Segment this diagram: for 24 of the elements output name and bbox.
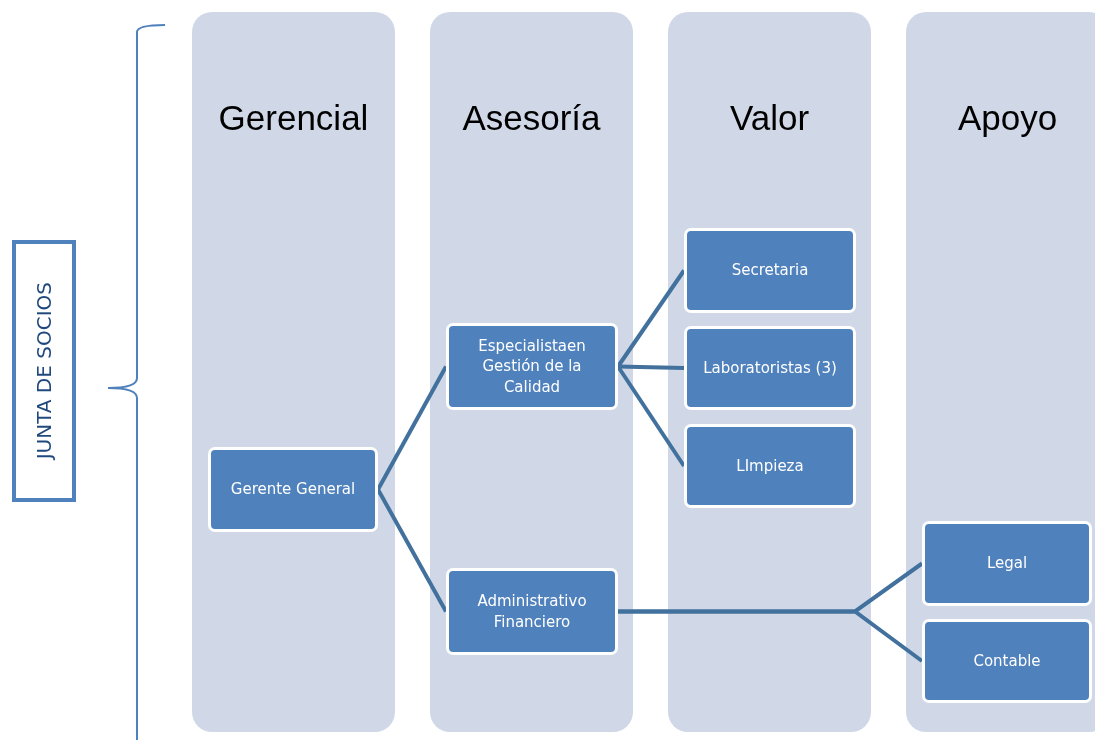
- role-box: Administrativo Financiero: [446, 568, 618, 655]
- connector-line: [376, 488, 448, 613]
- column-band: [906, 12, 1095, 732]
- connector-line: [618, 609, 924, 663]
- role-box: Laboratoristas (3): [684, 326, 856, 410]
- column-band: [192, 12, 395, 732]
- column-heading: Asesoría: [461, 98, 602, 138]
- column-band: [430, 12, 633, 732]
- connector-line: [376, 365, 448, 491]
- connector-line: [616, 269, 686, 368]
- column-band: [668, 12, 871, 732]
- connector-line: [617, 364, 685, 370]
- role-box: Legal: [922, 521, 1092, 606]
- column-heading: Valor: [728, 98, 811, 138]
- role-box: Contable: [922, 619, 1092, 703]
- column-heading: Gerencial: [217, 98, 370, 138]
- connector-line: [616, 365, 686, 468]
- role-box: Secretaria: [684, 228, 856, 313]
- board-box: [12, 240, 76, 502]
- board-label: JUNTA DE SOCIOS: [32, 282, 56, 460]
- role-box: LImpieza: [684, 424, 856, 508]
- column-heading: Apoyo: [956, 98, 1059, 138]
- role-box: Gerente General: [208, 447, 378, 532]
- role-box: Especialistaen Gestión de la Calidad: [446, 323, 618, 410]
